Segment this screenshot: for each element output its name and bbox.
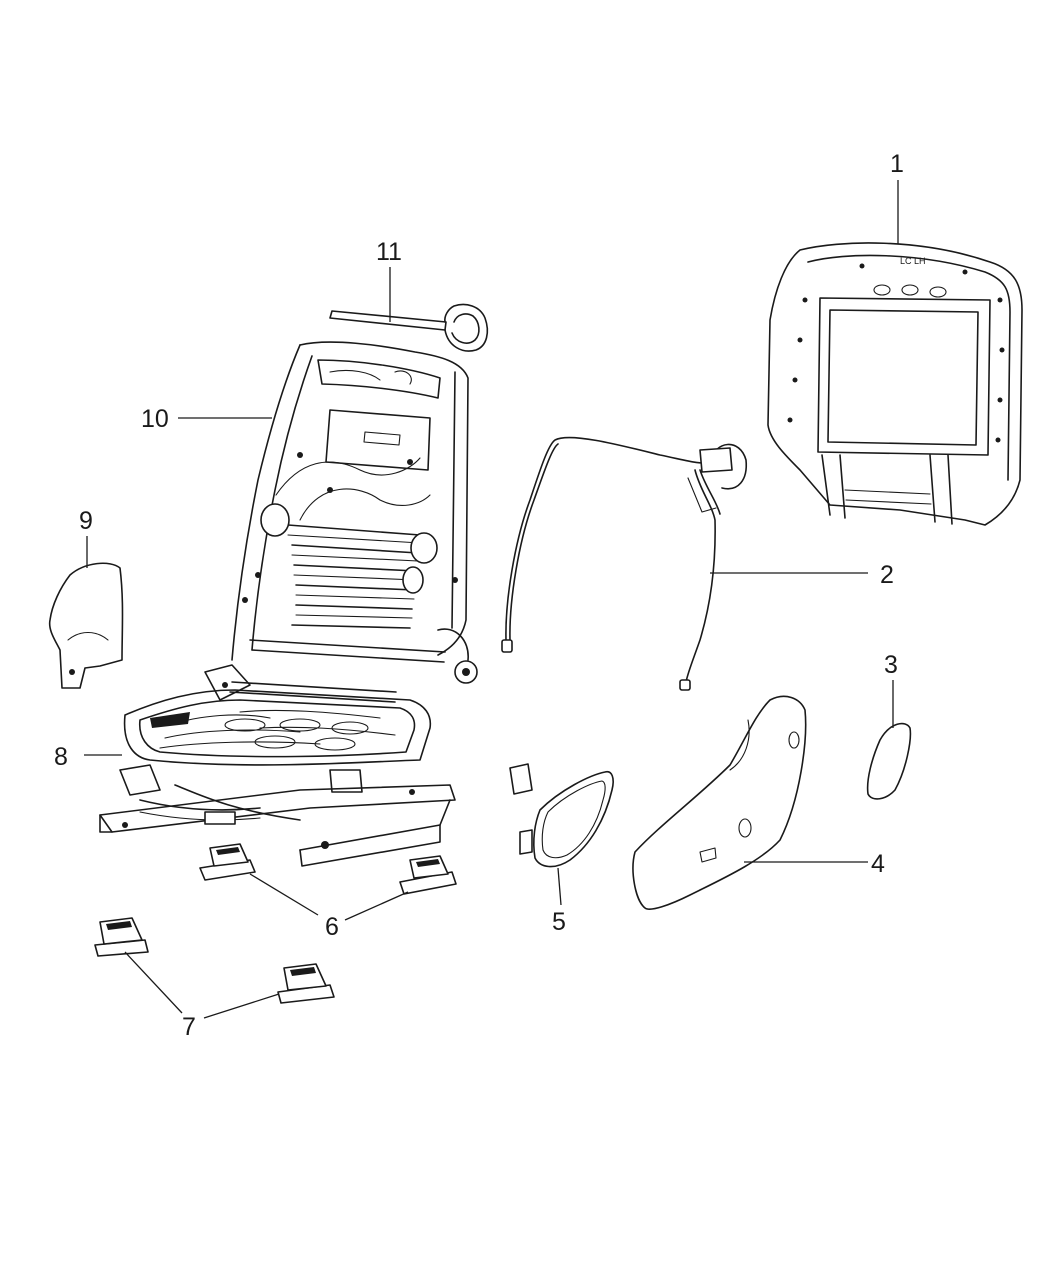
callout-7: 7 — [182, 1013, 196, 1041]
part-2-cable-assembly — [501, 436, 747, 691]
part-6-track-cover-b — [399, 855, 457, 895]
part-4-outboard-shield — [632, 695, 807, 910]
leader-lines — [84, 180, 899, 1019]
part-7-track-cover-a — [94, 917, 149, 957]
callout-6: 6 — [325, 913, 339, 941]
callout-4: 4 — [871, 850, 885, 878]
callout-1: 1 — [890, 150, 904, 178]
callout-labels: 1 2 3 4 5 6 7 8 9 10 11 — [54, 150, 904, 1041]
part-1-seatback-panel: LC LH — [767, 242, 1023, 526]
callout-11: 11 — [376, 238, 402, 266]
part-10-seatback-frame — [231, 341, 478, 684]
part-11-headrest-guide — [329, 303, 489, 352]
part-9-side-shield — [48, 562, 124, 689]
callout-2: 2 — [880, 561, 894, 589]
callout-9: 9 — [79, 507, 93, 535]
part-5-trim-bezel — [509, 763, 614, 868]
callout-8: 8 — [54, 743, 68, 771]
callout-10: 10 — [141, 405, 169, 433]
seat-track-assembly — [99, 784, 456, 867]
part-8-seat-cushion-frame — [119, 664, 432, 796]
part-6-track-cover-a — [199, 843, 256, 881]
callout-5: 5 — [552, 908, 566, 936]
seatback-panel-stamp: LC LH — [900, 256, 926, 266]
part-7-track-cover-b — [277, 963, 335, 1004]
callout-3: 3 — [884, 651, 898, 679]
part-3-trim-cap — [866, 722, 912, 800]
